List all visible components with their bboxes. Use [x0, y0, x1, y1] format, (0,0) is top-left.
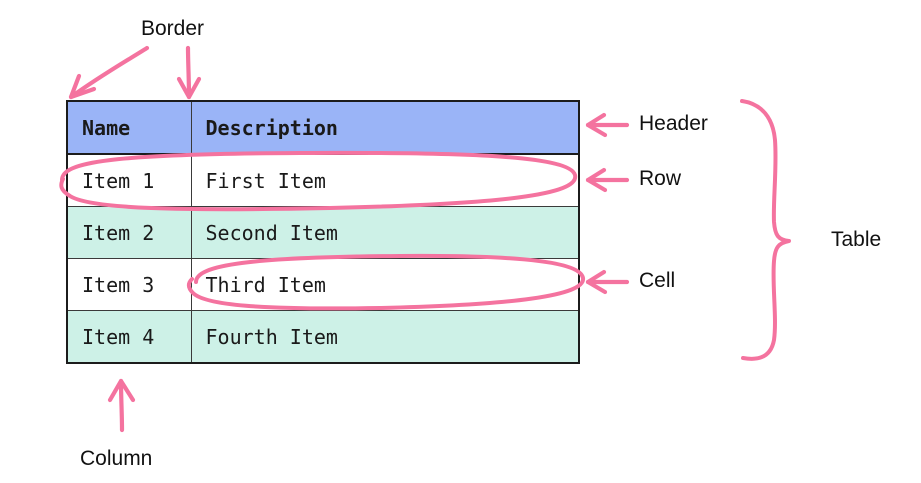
table-row[interactable]: Item 2 Second Item: [66, 206, 580, 259]
annotation-label-cell: Cell: [639, 269, 676, 292]
row-arrow-icon: [585, 167, 630, 193]
column-header-description[interactable]: Description: [190, 100, 580, 155]
cell-name[interactable]: Item 3: [66, 258, 192, 311]
table-body: Item 1 First Item Item 2 Second Item Ite…: [66, 153, 580, 364]
cell-description[interactable]: Fourth Item: [190, 310, 580, 364]
cell-description[interactable]: Third Item: [190, 258, 580, 311]
table-row[interactable]: Item 3 Third Item: [66, 258, 580, 311]
annotation-label-table: Table: [831, 228, 882, 251]
border-arrow-vertical-icon: [176, 45, 202, 100]
annotation-label-border: Border: [141, 17, 205, 40]
table-container: Name Description Item 1 First Item Item …: [66, 100, 580, 364]
cell-name[interactable]: Item 1: [66, 153, 192, 207]
cell-description[interactable]: First Item: [190, 153, 580, 207]
cell-name[interactable]: Item 2: [66, 206, 192, 259]
table-row[interactable]: Item 4 Fourth Item: [66, 310, 580, 364]
annotation-label-header: Header: [639, 112, 708, 135]
column-header-name[interactable]: Name: [66, 100, 192, 155]
cell-description[interactable]: Second Item: [190, 206, 580, 259]
table-row[interactable]: Item 1 First Item: [66, 153, 580, 207]
header-arrow-icon: [585, 112, 630, 138]
cell-arrow-icon: [585, 269, 630, 295]
table-header-row: Name Description: [66, 100, 580, 155]
cell-name[interactable]: Item 4: [66, 310, 192, 364]
annotation-label-column: Column: [80, 447, 153, 470]
border-arrow-diagonal-icon: [68, 45, 150, 100]
demo-table: Name Description Item 1 First Item Item …: [66, 100, 580, 364]
table-brace-icon: [740, 99, 791, 361]
column-arrow-icon: [107, 378, 136, 433]
annotation-label-row: Row: [639, 167, 682, 190]
table-header: Name Description: [66, 100, 580, 155]
